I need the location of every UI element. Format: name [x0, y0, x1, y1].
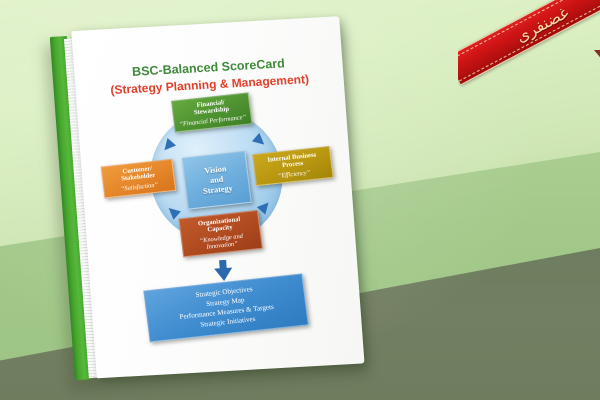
corner-ribbon: غضنفری	[458, 0, 600, 90]
vision-line-3: Strategy	[202, 183, 234, 196]
bsc-diagram: Financial/ Stewardship “Financial Perfor…	[87, 89, 353, 346]
outcomes-box: Strategic Objectives Strategy Map Perfor…	[143, 273, 309, 342]
ribbon-band: غضنفری	[458, 0, 600, 86]
vision-and-strategy-box: Vision and Strategy	[181, 150, 252, 210]
vision-and-strategy-label: Vision and Strategy	[200, 164, 233, 196]
down-arrow-icon	[214, 267, 234, 282]
book-mockup: BSC-Balanced ScoreCard (Strategy Plannin…	[44, 12, 370, 392]
ribbon-fold	[594, 50, 600, 62]
book-cover: BSC-Balanced ScoreCard (Strategy Plannin…	[71, 16, 365, 379]
cover-content: BSC-Balanced ScoreCard (Strategy Plannin…	[71, 16, 364, 378]
perspective-box-organizational-capacity: Organizational Capacity “Knowledge and I…	[178, 209, 263, 258]
ribbon-label: غضنفری	[512, 2, 572, 46]
